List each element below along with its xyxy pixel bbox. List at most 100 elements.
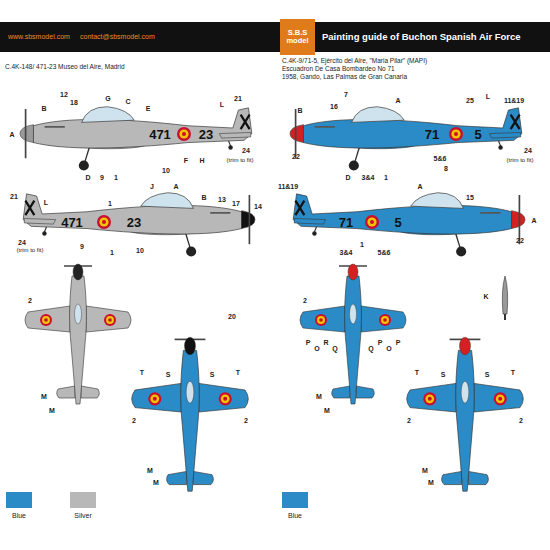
callout-note: (trim to fit) [17, 247, 44, 253]
callout-number: 11&19 [278, 183, 298, 190]
aircraft-caption: Escuadron De Casa Bombardeo No 71 [282, 66, 395, 73]
callout-number: 1 [384, 174, 388, 181]
roundel [97, 215, 111, 229]
callout-number: S [166, 371, 171, 378]
callout-number: D [345, 174, 350, 181]
logo-box-text: S.B.S model [282, 29, 313, 46]
callout-number: 24 [524, 147, 532, 154]
callout-number: L [44, 199, 48, 206]
callout-number: T [511, 369, 515, 376]
callout-number: B [297, 107, 302, 114]
header-band-text: contact@sbsmodel.com [80, 33, 155, 40]
aircraft-caption: C.4K-9/71-5, Ejército del Aire, "Maria P… [282, 58, 427, 65]
code-marking: 23 [127, 216, 141, 229]
callout-number: Q [332, 345, 337, 352]
callout-number: M [147, 467, 153, 474]
callout-number: M [324, 407, 330, 414]
callout-number: 12 [60, 91, 68, 98]
callout-number: J [150, 183, 154, 190]
callout-number: 1 [110, 249, 114, 256]
callout-number: 9 [80, 243, 84, 250]
propeller-blade [502, 276, 507, 314]
callout-number: A [417, 183, 422, 190]
legend-text: Silver [70, 512, 96, 519]
legend-text: Blue [6, 512, 32, 519]
header-band-text: www.sbsmodel.com [8, 33, 70, 40]
callout-number: 2 [519, 417, 523, 424]
callout-number: 15 [466, 194, 474, 201]
callout-number: M [316, 393, 322, 400]
callout-number: F [184, 157, 188, 164]
callout-number: T [236, 369, 240, 376]
callout-number: 13 [218, 196, 226, 203]
roundel [449, 127, 463, 141]
callout-number: A [9, 131, 14, 138]
callout-number: 3&4 [362, 174, 375, 181]
callout-number: D [85, 174, 90, 181]
callout-number: 2 [303, 297, 307, 304]
legend-item: Blue [6, 492, 46, 519]
roundel [365, 215, 379, 229]
callout-number: O [314, 345, 319, 352]
callout-number: M [41, 393, 47, 400]
callout-number: L [220, 101, 224, 108]
callout-number: H [199, 157, 204, 164]
callout-number: A [173, 183, 178, 190]
callout-number: 16 [330, 103, 338, 110]
code-marking: 5 [474, 128, 481, 141]
callout-number: 25 [466, 97, 474, 104]
callout-number: 14 [254, 203, 262, 210]
legend-item: Blue [282, 492, 322, 519]
callout-number: 24 [18, 239, 26, 246]
callout-number: 1 [360, 241, 364, 248]
callout-number: 9 [100, 174, 104, 181]
side-view-silver [23, 193, 255, 257]
callout-number: E [146, 105, 151, 112]
callout-number: 2 [28, 297, 32, 304]
callout-number: L [486, 93, 490, 100]
callout-number: 17 [232, 200, 240, 207]
callout-number: T [140, 369, 144, 376]
callout-number: 18 [70, 99, 78, 106]
legend-text: Blue [282, 512, 308, 519]
lower-surface-view [407, 337, 524, 491]
callout-number: P [306, 339, 311, 346]
logo-box: S.B.S model [280, 19, 315, 55]
callout-number: P [396, 339, 401, 346]
callout-number: O [386, 345, 391, 352]
propeller-hub [504, 314, 506, 320]
callout-number: Q [368, 345, 373, 352]
callout-number: R [323, 339, 328, 346]
roundel [177, 127, 191, 141]
aircraft-caption: 1958, Gando, Las Palmas de Gran Canaria [282, 74, 407, 81]
aircraft-caption: C.4K-148/ 471-23 Museo del Aire, Madrid [5, 64, 125, 71]
callout-number: K [483, 293, 488, 300]
callout-number: 8 [444, 165, 448, 172]
side-view-blue [290, 107, 522, 171]
callout-number: 10 [162, 167, 170, 174]
callout-number: 20 [228, 313, 236, 320]
callout-number: A [395, 97, 400, 104]
callout-number: M [422, 467, 428, 474]
upper-surface-view [300, 264, 406, 404]
lower-surface-view [132, 337, 249, 491]
callout-number: 24 [242, 147, 250, 154]
callout-number: 7 [344, 91, 348, 98]
code-marking: 23 [199, 128, 213, 141]
callout-number: 22 [516, 237, 524, 244]
callout-number: 21 [10, 193, 18, 200]
callout-number: C [125, 98, 130, 105]
callout-number: 11&19 [504, 97, 524, 104]
code-marking: 71 [339, 216, 353, 229]
legend-swatch [70, 492, 96, 508]
callout-number: 21 [234, 95, 242, 102]
callout-number: 10 [136, 247, 144, 254]
callout-number: M [428, 479, 434, 486]
callout-number: 22 [292, 153, 300, 160]
callout-number: 2 [132, 417, 136, 424]
callout-number: 2 [407, 417, 411, 424]
code-marking: 5 [394, 216, 401, 229]
callout-number: S [485, 371, 490, 378]
code-marking: 471 [149, 128, 171, 141]
